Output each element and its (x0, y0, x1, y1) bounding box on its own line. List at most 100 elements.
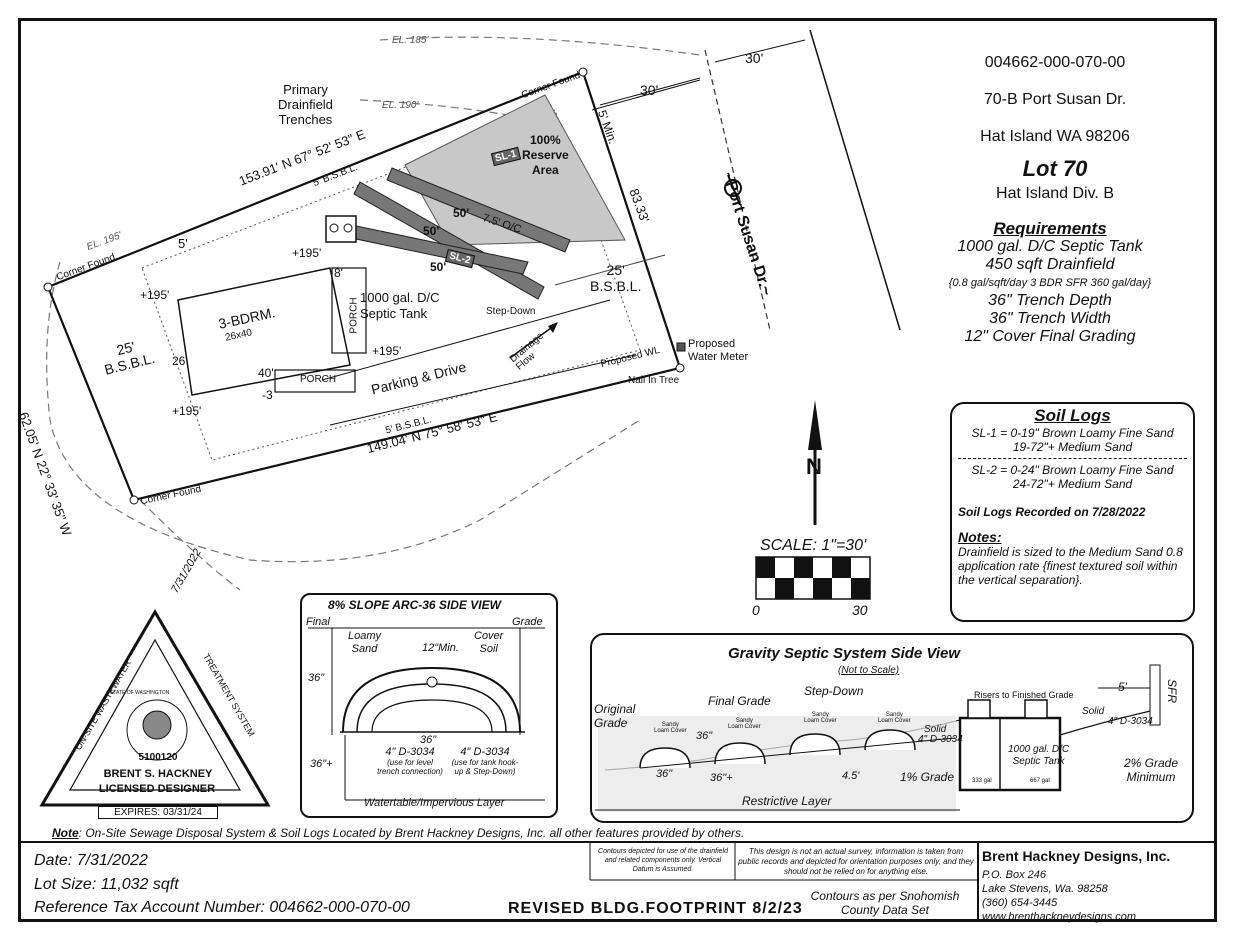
req-3: {0.8 gal/sqft/day 3 BDR SFR 360 gal/day} (948, 277, 1152, 289)
requirements-title: Requirements (993, 219, 1107, 238)
soil-logs-box: Soil Logs SL-1 = 0-19" Brown Loamy Fine … (950, 402, 1195, 622)
seal-state: STATE OF WASHINGTON (110, 690, 170, 696)
tank-side (958, 716, 1062, 792)
arc-depth: 36"+ (310, 758, 333, 770)
parking-area (321, 299, 611, 381)
note-line: Note: On-Site Sewage Disposal System & S… (52, 826, 744, 840)
scale-bar (755, 556, 871, 600)
scale-max: 30 (852, 602, 868, 618)
arc-side-view-box (300, 593, 558, 818)
seal-portrait (142, 710, 172, 740)
gravity-subtitle: (Not to Scale) (838, 665, 900, 676)
setback-lines (141, 109, 641, 461)
company-name: Brent Hackney Designs, Inc. (982, 848, 1171, 864)
revised-stamp: REVISED BLDG.FOOTPRINT 8/2/23 (508, 900, 803, 917)
contour-195 (46, 261, 641, 563)
step-down-label: Step-Down (486, 306, 536, 317)
porch (331, 267, 367, 354)
gravity-five: 5' (1118, 680, 1127, 694)
arc-loamy: Loamy Sand (348, 630, 382, 655)
elevation-185: EL. 185' (392, 35, 429, 46)
gravity-tank: 1000 gal. D/C Septic Tank (1008, 744, 1070, 767)
water-meter-label: Proposed Water Meter (688, 338, 749, 363)
scale-label: SCALE: 1"=30' (760, 537, 867, 554)
arc-pipe2-note: (use for tank hook-up & Step-Down) (451, 758, 519, 776)
arc-pipe2: 4" D-3034(use for tank hook-up & Step-Do… (450, 746, 520, 776)
bsbl-east: 25'B.S.B.L. (590, 262, 641, 294)
septic-tank (325, 215, 357, 243)
arc-pipe2-size: 4" D-3034 (460, 746, 510, 758)
footer-tax: Reference Tax Account Number: 004662-000… (34, 899, 410, 916)
note-label: Note (52, 826, 79, 840)
company-web: www.brenthackneydesigns.com (982, 911, 1137, 923)
porch-front (274, 369, 356, 393)
footer-date: Date: 7/31/2022 (34, 852, 148, 869)
gravity-solid-2: Solid (1082, 706, 1105, 717)
gravity-sfr: SFR (1165, 679, 1179, 703)
seal-expires: EXPIRES: 03/31/24 (98, 806, 218, 819)
dim-26: 26' (172, 354, 188, 368)
req-2: 450 sqft Drainfield (985, 256, 1115, 273)
city: Hat Island WA 98206 (980, 128, 1130, 145)
sandy-3: Sandy Loam Cover (804, 712, 837, 724)
north-arrow (808, 400, 822, 450)
gravity-d36b: 36" (656, 768, 673, 780)
elev-195-c: +195' (372, 344, 402, 358)
elev-195-d: +195' (172, 404, 202, 418)
trench-length-1: 50' (453, 206, 470, 220)
primary-drainfield-label: Primary Drainfield Trenches (278, 82, 333, 127)
gravity-restrictive: Restrictive Layer (742, 794, 832, 808)
dim-5: 5' (178, 236, 188, 251)
gravity-risers: Risers to Finished Grade (974, 690, 1074, 700)
contour-lower (139, 499, 241, 591)
arc-min12: 12"Min. (422, 642, 459, 654)
gravity-333: 333 gal (972, 778, 992, 784)
gravity-d36a: 36" (696, 730, 713, 742)
address: 70-B Port Susan Dr. (983, 91, 1127, 108)
req-5: 36" Trench Width (989, 310, 1111, 327)
gravity-d45: 4.5' (842, 770, 860, 782)
gravity-solid-1: Solid (924, 724, 947, 735)
elev-195-a: +195' (292, 246, 322, 260)
sandy-2: Sandy Loam Cover (728, 718, 761, 730)
notes-title: Notes: (958, 529, 1002, 545)
dim-30-b: 30' (745, 50, 764, 66)
sandy-1: Sandy Loam Cover (654, 722, 687, 734)
notes-text: Drainfield is sized to the Medium Sand 0… (958, 545, 1183, 587)
gravity-view-box (590, 633, 1194, 823)
company-address: P.O. Box 246 Lake Stevens, Wa. 98258 (36… (982, 868, 1136, 924)
arc-pipe1-size: 4" D-3034 (385, 746, 435, 758)
lot-title: Lot 70 (1022, 156, 1088, 181)
arc-pipe1-note: (use for level trench connection) (377, 758, 443, 776)
seal-triangle (39, 609, 271, 807)
gravity-667: 667 gal (1030, 778, 1050, 784)
gravity-diagram (595, 664, 1161, 812)
dim-30-a: 30' (640, 82, 659, 98)
dim-40: 40' (258, 366, 274, 380)
gravity-pipe-1: 4" D-3034 (918, 734, 963, 745)
requirements-block: Requirements 1000 gal. D/C Septic Tank 4… (900, 220, 1200, 346)
gravity-title: Gravity Septic System Side View (728, 645, 961, 662)
arc-grade: Grade (512, 616, 543, 628)
street-edge (809, 29, 901, 331)
arc-cover: Cover Soil (474, 630, 504, 655)
north-label: N (806, 454, 822, 479)
soil-sl1: SL-1 = 0-19" Brown Loamy Fine Sand 19-72… (971, 426, 1174, 454)
trench-length-3: 50' (430, 260, 447, 274)
nail-in-tree: Nail In Tree (628, 375, 680, 386)
gravity-pipe-2: 4" D-3034 (1108, 716, 1153, 727)
arc-height: 36" (308, 672, 325, 684)
arc-width: 36" (420, 734, 437, 746)
sandy-4: Sandy Loam Cover (878, 712, 911, 724)
arc-title: 8% SLOPE ARC-36 SIDE VIEW (328, 598, 501, 612)
contours-note: Contours depicted for use of the drainfi… (598, 848, 728, 873)
gravity-grade1: 1% Grade (900, 770, 955, 784)
company-city: Lake Stevens, Wa. 98258 (982, 883, 1108, 895)
bsbl-east-text: B.S.B.L. (590, 278, 642, 294)
arc-final: Final (306, 616, 330, 628)
seal-role: LICENSED DESIGNER (98, 783, 216, 795)
porch-label: PORCH (348, 297, 360, 334)
gravity-final: Final Grade (708, 694, 771, 708)
bsbl-east-dim: 25' (606, 262, 625, 278)
seal-name: BRENT S. HACKNEY (103, 768, 213, 780)
